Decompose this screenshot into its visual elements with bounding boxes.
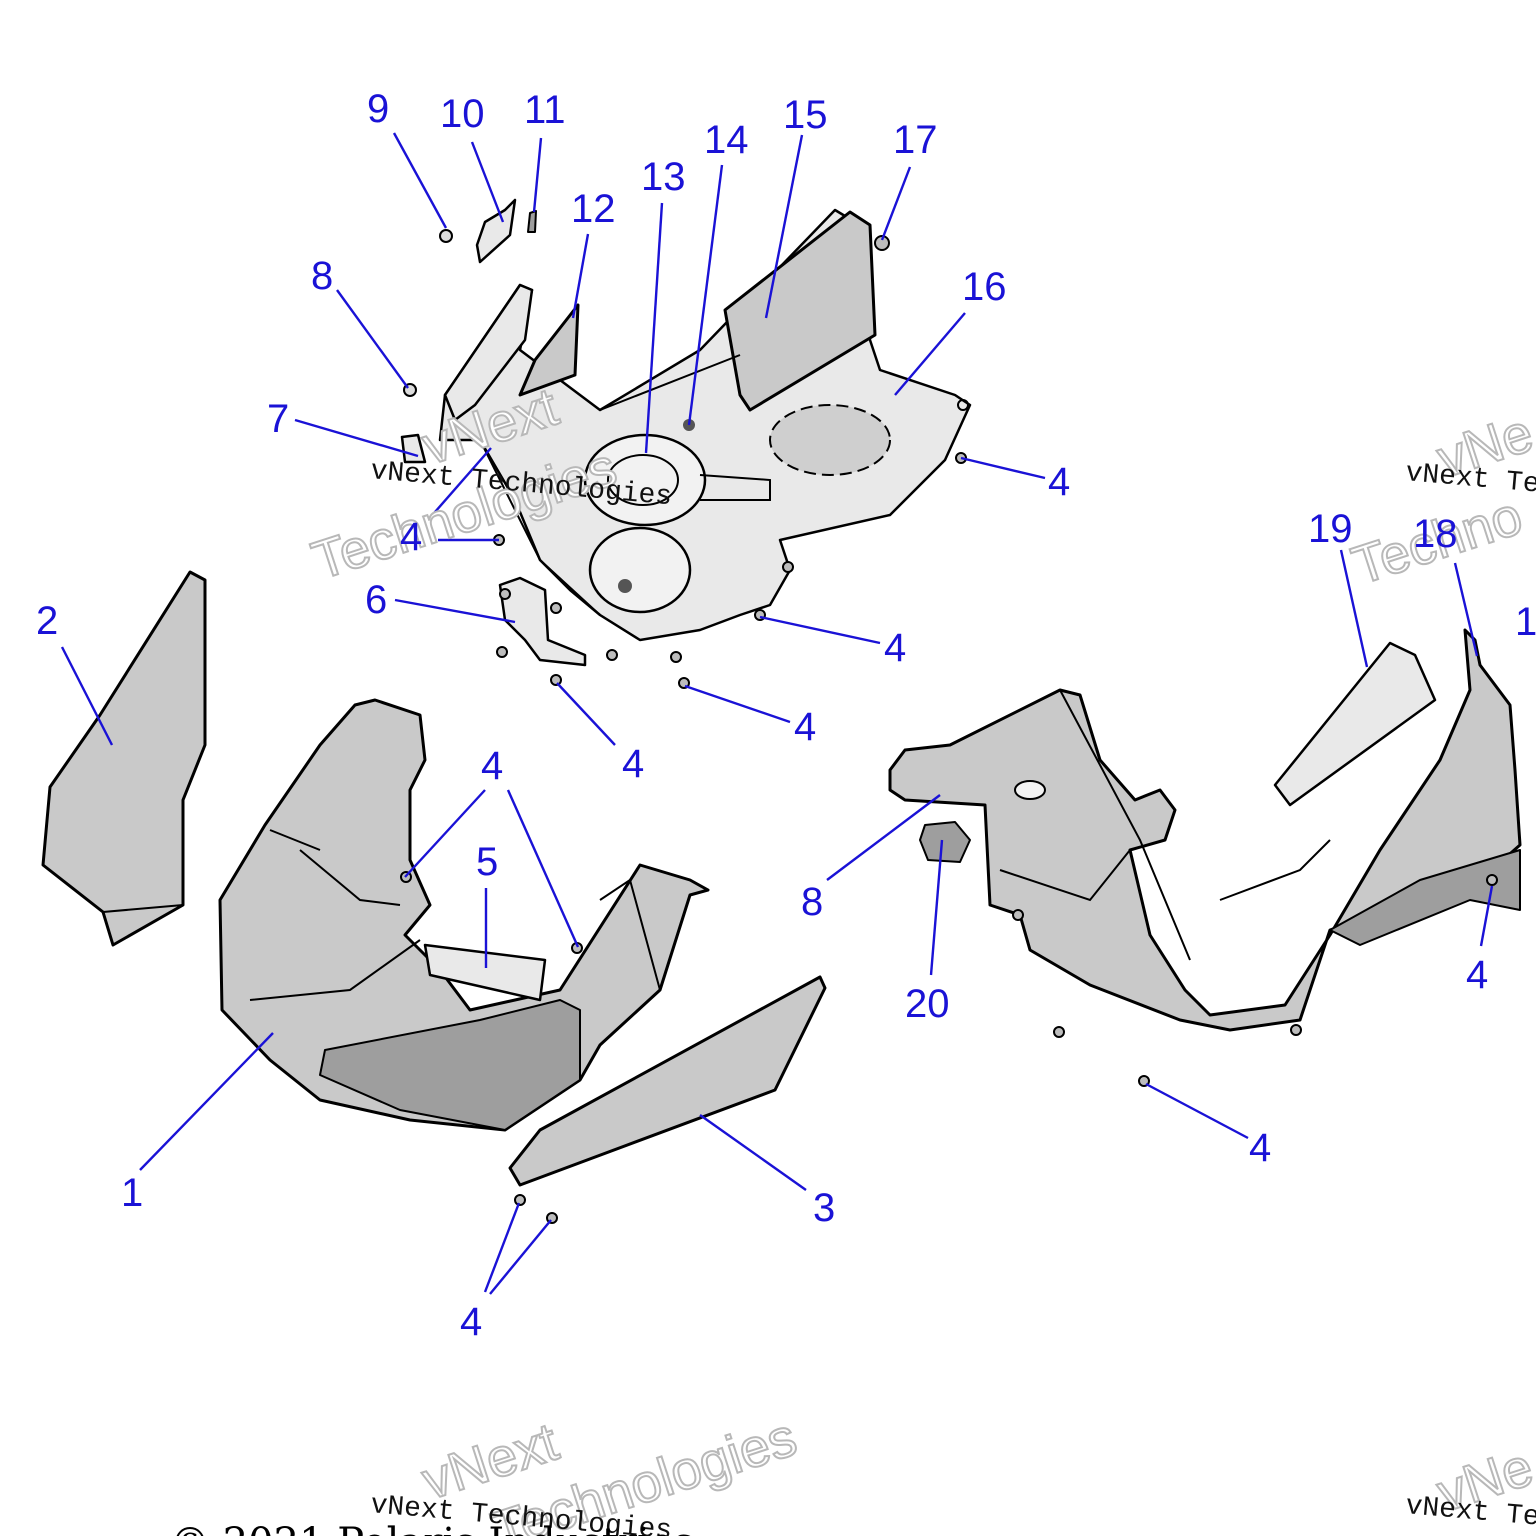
- callout-15: 15: [783, 93, 828, 137]
- callout-17: 17: [893, 118, 938, 162]
- leader-lines: [60, 132, 1494, 1295]
- callout-4: 4: [884, 626, 906, 670]
- right-bulkhead-assembly: [888, 628, 1522, 1032]
- callout-1: 1: [121, 1171, 143, 1215]
- callout-6: 6: [365, 578, 387, 622]
- callout-4: 4: [1466, 953, 1488, 997]
- callout-5: 5: [476, 840, 498, 884]
- callout-1-cut-off: 1: [1515, 600, 1536, 644]
- callout-3: 3: [813, 1186, 835, 1230]
- callout-4: 4: [460, 1300, 482, 1344]
- callout-4: 4: [481, 744, 503, 788]
- callout-13: 13: [641, 155, 686, 199]
- part-1-lower-bulkhead: [218, 698, 710, 1132]
- callout-20: 20: [905, 982, 950, 1026]
- callout-4: 4: [794, 705, 816, 749]
- callout-10: 10: [440, 92, 485, 136]
- callout-4: 4: [1048, 460, 1070, 504]
- callout-18: 18: [1413, 512, 1458, 556]
- callout-4: 4: [1249, 1126, 1271, 1170]
- callout-12: 12: [571, 187, 616, 231]
- callout-labels: 9 10 11 12 13 14 15 17 16 8 7 4 4 4 6 4 …: [36, 87, 1536, 1344]
- copyright-text: © 2021 Polaris Industries: [170, 1520, 694, 1536]
- callout-9: 9: [367, 87, 389, 131]
- callout-11: 11: [524, 88, 566, 132]
- part-3-side-panel: [508, 975, 827, 1187]
- fasteners: [400, 452, 1498, 1224]
- part-2-side-panel: [41, 570, 207, 947]
- callout-4: 4: [400, 515, 422, 559]
- callout-14: 14: [704, 118, 749, 162]
- callout-16: 16: [962, 265, 1007, 309]
- callout-19: 19: [1308, 507, 1353, 551]
- callout-8: 8: [311, 254, 333, 298]
- callout-2: 2: [36, 599, 58, 643]
- callout-4: 4: [622, 742, 644, 786]
- callout-8: 8: [801, 880, 823, 924]
- callout-7: 7: [267, 397, 289, 441]
- upper-floor-pan: [438, 208, 972, 642]
